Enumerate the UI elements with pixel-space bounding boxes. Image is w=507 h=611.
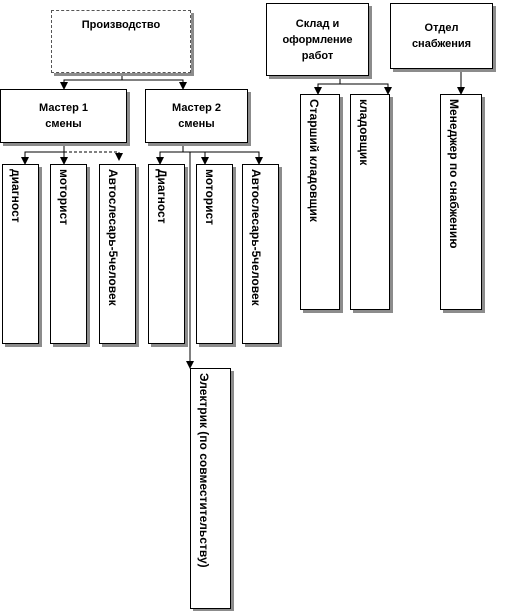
node-master1: Мастер 1 смены [0,89,127,143]
node-master2: Мастер 2 смены [145,89,248,143]
node-m2-diagnost: Диагност [148,164,185,344]
node-m2-autoslesar: Автослесарь-5человек [242,164,279,344]
node-production-label: Производство [81,19,161,31]
node-senior-storekeeper: Старший кладовщик [300,94,340,310]
node-m2-motorist: моторист [196,164,233,344]
connector-master2-motorist [183,151,209,165]
node-master1-label: Мастер 1 смены [39,102,88,130]
connector-master2-electrician [183,151,194,369]
node-electrician: Электрик (по совместительству) [190,368,231,609]
node-m2-motorist-label: моторист [203,169,217,226]
connector-master2-diagnost [156,143,184,165]
node-storekeeper: кладовщик [350,94,390,310]
node-supply-dept-label: Отдел снабжения [411,22,472,50]
node-m1-motorist: моторист [50,164,87,344]
connector-warehouse-storekeeper [340,83,392,95]
node-m1-autoslesar: Автослесарь-5человек [99,164,136,344]
connector-warehouse-senior [314,76,341,95]
node-m1-motorist-label: моторист [57,169,71,226]
node-warehouse-label: Склад и оформление работ [282,17,353,62]
node-m1-diagnost: диагност [2,164,39,344]
node-m2-autoslesar-label: Автослесарь-5человек [249,169,263,306]
node-m1-autoslesar-label: Автослесарь-5человек [106,169,120,306]
node-supply-dept: Отдел снабжения [390,3,493,69]
node-storekeeper-label: кладовщик [357,99,371,166]
node-master2-label: Мастер 2 смены [172,102,221,130]
node-supply-manager-label: Менеджер по снабжению [447,99,461,249]
node-electrician-label: Электрик (по совместительству) [197,373,211,568]
node-senior-storekeeper-label: Старший кладовщик [307,99,321,222]
connector-master1-diagnost [21,143,65,165]
connector-master2-autoslesar [205,151,263,165]
connector-master1-autoslesar [64,151,123,161]
node-m1-diagnost-label: диагност [9,169,23,223]
connector-production-master1 [60,73,123,90]
node-warehouse: Склад и оформление работ [266,3,369,76]
connector-production-master2 [122,79,187,90]
node-production: Производство [51,10,191,73]
node-supply-manager: Менеджер по снабжению [440,94,482,310]
node-m2-diagnost-label: Диагност [155,169,169,224]
